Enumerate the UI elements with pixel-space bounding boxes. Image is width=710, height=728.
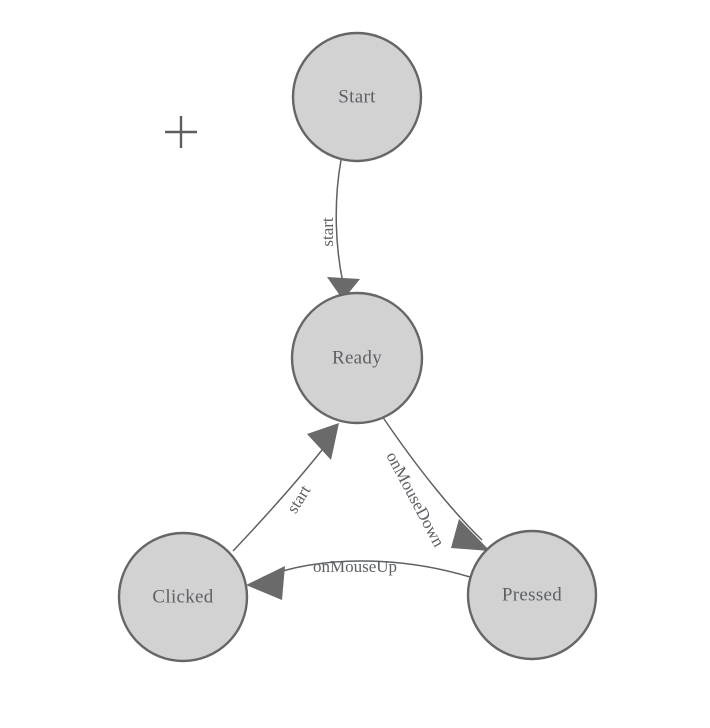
state-node-start-label: Start	[338, 86, 376, 107]
edge-path-ready-to-pressed	[381, 415, 483, 541]
edge-label-start-to-ready: start	[318, 217, 337, 247]
edge-ready-to-pressed[interactable]: onMouseDown	[381, 415, 490, 551]
arrowhead-into-ready-lower-left	[307, 423, 339, 460]
edge-label-clicked-to-ready: start	[283, 481, 315, 516]
edge-label-pressed-to-clicked: onMouseUp	[313, 557, 397, 576]
state-node-ready[interactable]: Ready	[290, 291, 424, 425]
arrowhead-into-ready-top	[327, 277, 360, 300]
edge-clicked-to-ready[interactable]: start	[232, 423, 339, 552]
edge-pressed-to-clicked[interactable]: onMouseUp	[246, 557, 471, 600]
arrowhead-into-pressed	[451, 519, 490, 551]
state-node-clicked[interactable]: Clicked	[117, 531, 249, 663]
edge-path-start-to-ready	[335, 159, 344, 284]
state-node-clicked-circle	[117, 531, 249, 663]
state-node-pressed-label: Pressed	[502, 584, 562, 605]
edge-path-clicked-to-ready	[232, 449, 323, 552]
state-node-start-circle	[291, 31, 423, 163]
state-node-ready-label: Ready	[332, 347, 382, 368]
state-node-clicked-label: Clicked	[152, 586, 213, 607]
arrowhead-into-clicked	[246, 566, 285, 600]
state-node-pressed-circle	[466, 529, 598, 661]
edge-start-to-ready[interactable]: start	[318, 159, 360, 300]
state-node-pressed[interactable]: Pressed	[466, 529, 598, 661]
state-node-ready-circle	[290, 291, 424, 425]
crosshair-icon	[165, 116, 197, 148]
state-node-start[interactable]: Start	[291, 31, 423, 163]
